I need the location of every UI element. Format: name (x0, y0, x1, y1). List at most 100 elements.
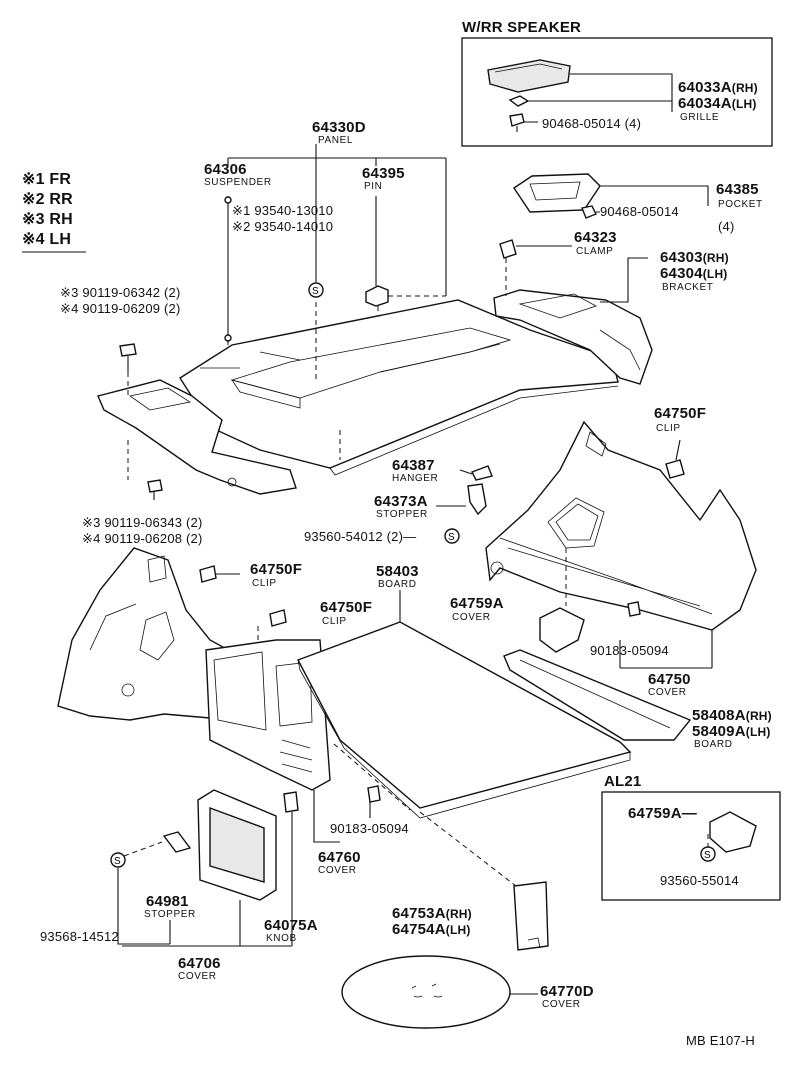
part-90119-4a: ※4 90119-06209 (2) (60, 301, 181, 316)
part-64033A: 64033A(RH) (678, 79, 758, 96)
cover-64750-leaders (619, 630, 713, 669)
part-58409A: 58409A(LH) (692, 723, 771, 740)
knob-part (283, 791, 299, 813)
speaker-nut (508, 95, 530, 107)
s-clip-circle-d (700, 846, 716, 862)
suspender-rod (224, 196, 232, 342)
part-64750F-b: 64750F (250, 561, 303, 578)
tray-bolt-upper (119, 343, 137, 372)
part-58408A: 58408A(RH) (692, 707, 772, 724)
clip-part-c (199, 565, 217, 583)
pocket-leaders (596, 185, 709, 213)
board-side-part (503, 649, 692, 741)
name-cover-a: COVER (452, 612, 491, 623)
part-58403: 58403 (376, 563, 419, 580)
part-64306: 64306 (204, 161, 247, 178)
part-93560-b: 93560-55014 (660, 873, 739, 888)
part-64750: 64750 (648, 671, 691, 688)
part-93560-a: 93560-54012 (2)— (304, 529, 417, 544)
clamp-part (499, 239, 517, 259)
name-suspender: SUSPENDER (204, 177, 272, 188)
pin-part (365, 196, 389, 307)
tray-dash (315, 302, 341, 460)
al21-inset-box (601, 791, 781, 901)
name-clip-a: CLIP (656, 423, 681, 434)
spare-cover-part (513, 881, 549, 951)
panel-leader (227, 144, 447, 296)
name-stopper-b: STOPPER (144, 909, 196, 920)
board-dash (333, 743, 517, 887)
part-90468-b: 90468-05014 (600, 204, 679, 219)
cover-part-a (539, 607, 585, 653)
diagram-code: MB E107-H (686, 1033, 755, 1048)
part-93540-2: ※2 93540-14010 (232, 219, 334, 234)
name-bracket: BRACKET (662, 282, 714, 293)
s-clip-circle-c (110, 852, 126, 868)
al21-inset-title: AL21 (604, 773, 642, 790)
pocket-screw (581, 205, 597, 219)
clip-part-b (627, 601, 641, 617)
name-clip-b: CLIP (252, 578, 277, 589)
part-93540-1: ※1 93540-13010 (232, 203, 334, 218)
part-64770D: 64770D (540, 983, 594, 1000)
bracket-leaders (600, 257, 648, 303)
stopper-part-a (467, 483, 487, 516)
name-knob: KNOB (266, 933, 297, 944)
part-64706: 64706 (178, 955, 221, 972)
part-93568: 93568-14512 (40, 929, 119, 944)
name-cover-e: COVER (542, 999, 581, 1010)
part-64759A-b: 64759A— (628, 805, 697, 822)
svg-text:S: S (114, 856, 121, 867)
part-64373A: 64373A (374, 493, 428, 510)
part-64395: 64395 (362, 165, 405, 182)
center-side-cover (205, 639, 331, 791)
part-64753A: 64753A(RH) (392, 905, 472, 922)
part-64304: 64304(LH) (660, 265, 728, 282)
part-64385: 64385 (716, 181, 759, 198)
stopper-part-b (162, 831, 192, 853)
name-clamp: CLAMP (576, 246, 614, 257)
legend-item-4: ※4 LH (22, 231, 72, 248)
speaker-inset-box (461, 37, 773, 147)
package-tray-panel (179, 299, 619, 476)
part-64303: 64303(RH) (660, 249, 729, 266)
cover-frame-part (197, 789, 277, 901)
part-90119-3b: ※3 90119-06343 (2) (82, 515, 203, 530)
name-stopper-a: STOPPER (376, 509, 428, 520)
al21-cover-part (709, 811, 757, 853)
s-clip-circle-a (308, 282, 324, 298)
speaker-leaders (524, 73, 673, 123)
legend-item-1: ※1 FR (22, 171, 72, 188)
svg-text:S: S (312, 286, 319, 297)
stopper-dash-b (123, 841, 163, 857)
clip-part-e (367, 785, 381, 803)
part-64034A: 64034A(LH) (678, 95, 757, 112)
clip-part-d (269, 609, 287, 627)
speaker-inset-title: W/RR SPEAKER (462, 19, 582, 36)
part-64759A-a: 64759A (450, 595, 504, 612)
part-90468-b-qty: (4) (718, 219, 735, 234)
speaker-grille-part (487, 59, 571, 93)
name-grille: GRILLE (680, 112, 720, 123)
name-cover-b: COVER (648, 687, 687, 698)
tire-cover-part (341, 955, 511, 1029)
left-tray-bracket (97, 379, 297, 495)
part-64330D: 64330D (312, 119, 366, 136)
part-90468-a: 90468-05014 (4) (542, 116, 642, 131)
tray-bolt-lower (147, 479, 163, 500)
part-64754A: 64754A(LH) (392, 921, 471, 938)
svg-text:S: S (448, 532, 455, 543)
part-64323: 64323 (574, 229, 617, 246)
name-pocket: POCKET (718, 199, 763, 210)
bracket-part (493, 289, 653, 385)
speaker-screw (509, 113, 525, 132)
name-panel: PANEL (318, 135, 354, 146)
legend-item-2: ※2 RR (22, 191, 73, 208)
clip-leader-a (675, 439, 681, 461)
name-pin: PIN (364, 181, 383, 192)
name-board-b: BOARD (694, 739, 733, 750)
part-64075A: 64075A (264, 917, 318, 934)
svg-text:S: S (704, 850, 711, 861)
name-clip-c: CLIP (322, 616, 347, 627)
